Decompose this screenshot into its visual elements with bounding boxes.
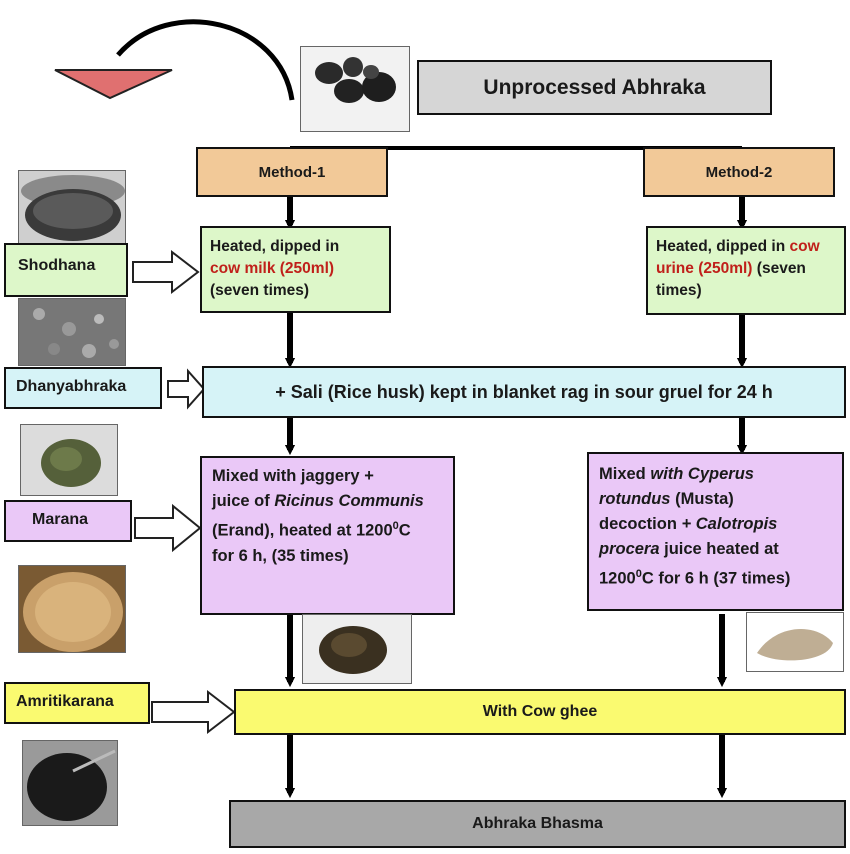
stage-shodhana: Shodhana bbox=[4, 243, 128, 297]
shodhana-m2-text-1: Heated, dipped in bbox=[656, 238, 790, 255]
stage-dhanyabhraka-label: Dhanyabhraka bbox=[16, 378, 127, 395]
amritikarana-text: With Cow ghee bbox=[482, 703, 598, 720]
marana-m2-degree: 0 bbox=[635, 568, 642, 580]
title-box: Unprocessed Abhraka bbox=[417, 60, 772, 115]
hollow-arrow-shodhana bbox=[132, 249, 200, 295]
shodhana-m1-line-1: Heated, dipped in bbox=[210, 238, 340, 255]
method-2-box: Method-2 bbox=[643, 147, 835, 197]
marana-m2-line-3a: decoction bbox=[599, 515, 682, 533]
method-1-label: Method-1 bbox=[258, 163, 326, 181]
triangle-marker bbox=[54, 69, 173, 100]
marana-m2-line-1b: with Cyperus bbox=[650, 465, 754, 483]
shodhana-m2-text-5: times) bbox=[656, 282, 702, 299]
hollow-arrow-amrit bbox=[151, 689, 236, 735]
hollow-arrow-marana bbox=[134, 503, 202, 553]
stage-amritikarana-label: Amritikarana bbox=[16, 693, 114, 710]
marana-m1-line-2b: Ricinus Communis bbox=[274, 492, 424, 510]
photo-amritikarana bbox=[22, 740, 118, 826]
marana-m2-line-2a: rotundus bbox=[599, 490, 671, 508]
dhanyabhraka-box: + Sali (Rice husk) kept in blanket rag i… bbox=[202, 366, 846, 418]
marana-m2-line-2b: (Musta) bbox=[670, 490, 734, 508]
marana-m1-line-2a: juice of bbox=[212, 492, 275, 510]
stage-marana: Marana bbox=[4, 500, 132, 542]
amritikarana-box: With Cow ghee bbox=[234, 689, 846, 735]
shodhana-m1-line-2: cow milk (250ml) bbox=[210, 260, 335, 277]
final-text: Abhraka Bhasma bbox=[472, 815, 603, 832]
marana-m1-line-3: (Erand), heated at 1200 bbox=[212, 521, 393, 540]
marana-m2-line-4a: procera bbox=[599, 540, 660, 558]
shodhana-method-2-box: Heated, dipped in cow urine (250ml) (sev… bbox=[646, 226, 846, 315]
marana-m2-line-1a: Mixed bbox=[599, 465, 651, 483]
photo-marana-result-2 bbox=[746, 612, 844, 672]
marana-m1-line-4: for 6 h, (35 times) bbox=[212, 546, 349, 565]
marana-m2-line-5b: C for 6 h (37 times) bbox=[641, 569, 791, 588]
photo-marana bbox=[18, 565, 126, 653]
method-1-box: Method-1 bbox=[196, 147, 388, 197]
curved-arrow bbox=[116, 19, 295, 101]
shodhana-m1-line-3: (seven times) bbox=[210, 282, 310, 299]
title-text: Unprocessed Abhraka bbox=[483, 75, 706, 99]
shodhana-method-1-box: Heated, dipped in cow milk (250ml) (seve… bbox=[200, 226, 391, 313]
marana-method-1-box: Mixed with jaggery + juice of Ricinus Co… bbox=[200, 456, 455, 615]
shodhana-m2-text-2: cow bbox=[789, 238, 820, 255]
hollow-arrow-dhanya bbox=[167, 368, 206, 410]
shodhana-m2-text-3: urine (250ml) bbox=[656, 260, 753, 277]
stage-dhanyabhraka: Dhanyabhraka bbox=[4, 367, 162, 409]
photo-marana-result-1 bbox=[302, 614, 412, 684]
shodhana-m2-text-4: (seven bbox=[752, 260, 806, 277]
marana-m1-line-1: Mixed with jaggery + bbox=[212, 467, 374, 485]
photo-raw-abhraka bbox=[300, 46, 410, 132]
marana-m2-line-5a: 1200 bbox=[599, 569, 636, 588]
marana-m2-line-4b: juice heated at bbox=[659, 540, 779, 558]
photo-shodhana-flakes bbox=[18, 298, 126, 366]
final-box: Abhraka Bhasma bbox=[229, 800, 846, 848]
marana-m2-line-3b: + Calotropis bbox=[681, 515, 778, 533]
marana-method-2-box: Mixed with Cyperus rotundus (Musta) deco… bbox=[587, 452, 844, 611]
method-2-label: Method-2 bbox=[705, 163, 773, 181]
stage-shodhana-label: Shodhana bbox=[18, 257, 96, 274]
marana-m1-unit: C bbox=[398, 521, 411, 540]
photo-dhanyabhraka bbox=[20, 424, 118, 496]
dhanyabhraka-text: + Sali (Rice husk) kept in blanket rag i… bbox=[275, 381, 773, 402]
stage-amritikarana: Amritikarana bbox=[4, 682, 150, 724]
stage-marana-label: Marana bbox=[32, 511, 89, 528]
marana-m1-degree: 0 bbox=[392, 520, 399, 532]
photo-shodhana-bowl bbox=[18, 170, 126, 248]
